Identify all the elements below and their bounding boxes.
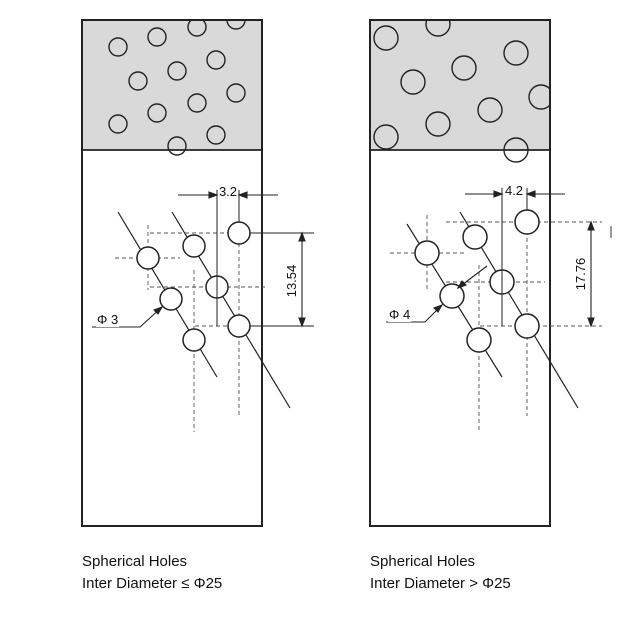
right-holes bbox=[414, 209, 540, 353]
hole bbox=[514, 313, 540, 339]
right-caption-title: Spherical Holes bbox=[370, 553, 476, 570]
left-shaded-section bbox=[82, 20, 262, 150]
sample-hole bbox=[477, 97, 503, 123]
sample-hole bbox=[147, 27, 167, 47]
left-row-spacing-dimension bbox=[250, 231, 314, 328]
sample-hole bbox=[226, 83, 246, 103]
sample-hole bbox=[128, 71, 148, 91]
sample-hole bbox=[400, 69, 426, 95]
right-row-spacing-dimension bbox=[587, 220, 612, 328]
right-panel-frame bbox=[369, 19, 551, 527]
left-row-spacing-label: 13.54 bbox=[284, 265, 299, 298]
hole bbox=[227, 314, 251, 338]
hole bbox=[182, 234, 206, 258]
left-panel-frame bbox=[81, 19, 263, 527]
left-panel: 3.2 13.54 Φ 3 bbox=[81, 0, 314, 527]
right-caption-diameter: Inter Diameter > Φ25 bbox=[370, 575, 511, 592]
right-diameter-leader bbox=[386, 265, 488, 323]
left-caption-diameter: Inter Diameter ≤ Φ25 bbox=[82, 575, 223, 592]
sample-hole bbox=[108, 114, 128, 134]
sample-hole bbox=[503, 40, 529, 66]
sample-hole bbox=[187, 93, 207, 113]
sample-hole bbox=[167, 61, 187, 81]
sample-hole bbox=[206, 50, 226, 70]
right-panel: 4.2 17.76 Φ 4 bbox=[369, 0, 612, 527]
left-pitch-label: 3.2 bbox=[219, 184, 237, 199]
right-shaded-section bbox=[370, 20, 550, 150]
right-pitch-dimension bbox=[465, 188, 565, 326]
left-diameter-label: Φ 3 bbox=[97, 312, 118, 327]
sample-hole bbox=[373, 124, 399, 150]
hole bbox=[414, 240, 440, 266]
right-pitch-label: 4.2 bbox=[505, 183, 523, 198]
sample-hole bbox=[108, 37, 128, 57]
right-diameter-label: Φ 4 bbox=[389, 307, 410, 322]
sample-hole bbox=[425, 111, 451, 137]
left-pitch-dimension bbox=[178, 190, 278, 326]
sample-hole bbox=[167, 136, 187, 156]
hole bbox=[466, 327, 492, 353]
hole bbox=[182, 328, 206, 352]
hole bbox=[159, 287, 183, 311]
hole bbox=[514, 209, 540, 235]
left-sample-holes bbox=[108, 10, 246, 156]
hole bbox=[439, 283, 465, 309]
right-row-spacing-label: 17.76 bbox=[573, 258, 588, 291]
left-caption: Spherical Holes Inter Diameter ≤ Φ25 bbox=[82, 551, 222, 595]
left-holes bbox=[136, 221, 251, 352]
right-caption: Spherical Holes Inter Diameter > Φ25 bbox=[370, 551, 511, 595]
hole bbox=[227, 221, 251, 245]
sample-hole bbox=[206, 125, 226, 145]
left-caption-title: Spherical Holes bbox=[82, 553, 188, 570]
sample-hole bbox=[147, 103, 167, 123]
sample-hole bbox=[451, 55, 477, 81]
sample-hole bbox=[373, 25, 399, 51]
hole bbox=[462, 224, 488, 250]
right-diagonal-lines bbox=[406, 211, 579, 409]
hole bbox=[136, 246, 160, 270]
